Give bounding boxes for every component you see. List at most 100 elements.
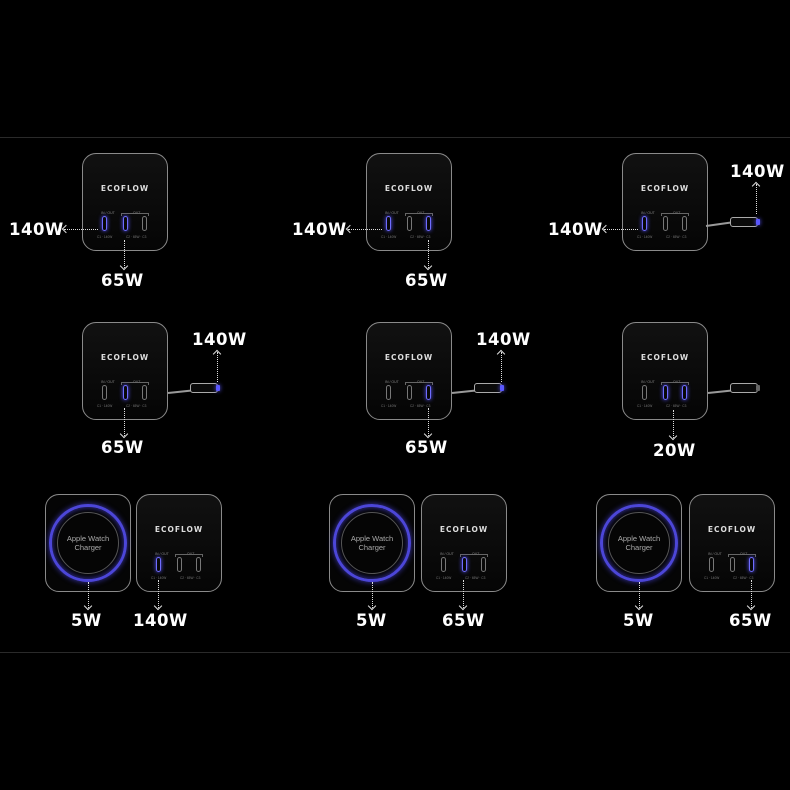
port-label: C1 · 140W — [381, 235, 397, 239]
usb-c-port-1 — [441, 557, 446, 572]
usb-c-port-2 — [407, 216, 412, 231]
charger-r3c1: ECOFLOW IN / OUT OUT C1 · 140W C2 · 65W … — [136, 494, 222, 592]
port-label: IN / OUT — [385, 380, 399, 384]
brand-logo: ECOFLOW — [439, 525, 489, 534]
arrow-up — [756, 184, 757, 214]
port-label: C1 · 140W — [381, 404, 397, 408]
usb-c-port-2 — [730, 557, 735, 572]
charging-ring-inner — [608, 512, 670, 574]
arrow-down — [158, 580, 159, 608]
port-bracket — [121, 213, 149, 216]
usb-c-port-1 — [102, 385, 107, 400]
arrow-up — [217, 352, 218, 382]
power-label: 65W — [101, 271, 144, 290]
charger-r1c2: ECOFLOW IN / OUT OUT C1 · 140W C2 · 65W … — [366, 153, 452, 251]
usb-c-port-3 — [682, 385, 687, 400]
arrow-down — [124, 240, 125, 268]
brand-logo: ECOFLOW — [384, 184, 434, 193]
usb-c-port-3 — [682, 216, 687, 231]
usb-c-port-2 — [407, 385, 412, 400]
port-label: C2 · 65W · C3 — [126, 404, 147, 408]
charging-ring — [49, 504, 127, 582]
usb-c-plug — [474, 383, 504, 393]
port-label: C2 · 65W · C3 — [666, 235, 687, 239]
brand-logo: ECOFLOW — [640, 353, 690, 362]
usb-c-plug — [730, 217, 760, 227]
port-label: IN / OUT — [101, 211, 115, 215]
arrow-down — [751, 580, 752, 608]
usb-c-port-3 — [142, 385, 147, 400]
arrow-down — [372, 582, 373, 608]
power-label: 140W — [730, 162, 785, 181]
charger-r3c3: ECOFLOW IN / OUT OUT C1 · 140W C2 · 65W … — [689, 494, 775, 592]
usb-c-port-1 — [709, 557, 714, 572]
port-label: IN / OUT — [708, 552, 722, 556]
port-label: IN / OUT — [385, 211, 399, 215]
charging-ring-inner — [341, 512, 403, 574]
power-label: 140W — [133, 611, 188, 630]
usb-c-port-1 — [642, 216, 647, 231]
power-label: 140W — [9, 220, 64, 239]
port-label: C2 · 65W · C3 — [666, 404, 687, 408]
port-bracket — [405, 213, 433, 216]
top-divider — [0, 137, 790, 138]
arrow-down — [124, 408, 125, 436]
charging-ring — [600, 504, 678, 582]
usb-c-port-3 — [481, 557, 486, 572]
power-label: 65W — [729, 611, 772, 630]
charger-r1c1: ECOFLOW IN / OUT OUT C1 · 140W C2 · 65W … — [82, 153, 168, 251]
charger-r2c1: ECOFLOW IN / OUT OUT C1 · 140W C2 · 65W … — [82, 322, 168, 420]
power-label: 140W — [548, 220, 603, 239]
port-label: IN / OUT — [641, 380, 655, 384]
port-bracket — [661, 382, 689, 385]
usb-c-plug — [190, 383, 220, 393]
port-bracket — [121, 382, 149, 385]
brand-logo: ECOFLOW — [384, 353, 434, 362]
arrow-down — [428, 240, 429, 268]
usb-c-port-1 — [156, 557, 161, 572]
port-bracket — [405, 382, 433, 385]
port-label: C2 · 65W · C3 — [126, 235, 147, 239]
usb-c-cable — [167, 389, 192, 394]
power-label: 20W — [653, 441, 696, 460]
usb-c-port-1 — [386, 216, 391, 231]
usb-c-port-2 — [462, 557, 467, 572]
usb-c-plug — [730, 383, 760, 393]
usb-c-port-1 — [386, 385, 391, 400]
brand-logo: ECOFLOW — [707, 525, 757, 534]
arrow-down — [639, 582, 640, 608]
arrow-down — [673, 410, 674, 438]
usb-c-cable — [451, 389, 476, 394]
port-label: C2 · 65W · C3 — [410, 235, 431, 239]
arrow-left — [604, 229, 638, 230]
port-label: C1 · 140W — [151, 576, 167, 580]
port-label: IN / OUT — [641, 211, 655, 215]
port-label: C2 · 65W · C3 — [733, 576, 754, 580]
usb-c-port-2 — [123, 385, 128, 400]
usb-c-port-3 — [426, 216, 431, 231]
charger-r2c2: ECOFLOW IN / OUT OUT C1 · 140W C2 · 65W … — [366, 322, 452, 420]
arrow-left — [348, 229, 382, 230]
arrow-up — [501, 352, 502, 382]
port-label: C1 · 140W — [637, 235, 653, 239]
power-label: 5W — [356, 611, 387, 630]
usb-c-port-2 — [177, 557, 182, 572]
arrow-left — [64, 229, 98, 230]
port-label: C1 · 140W — [97, 404, 113, 408]
port-label: C1 · 140W — [637, 404, 653, 408]
power-label: 140W — [292, 220, 347, 239]
usb-c-port-3 — [142, 216, 147, 231]
brand-logo: ECOFLOW — [640, 184, 690, 193]
power-label: 65W — [405, 438, 448, 457]
charger-r1c3: ECOFLOW IN / OUT OUT C1 · 140W C2 · 65W … — [622, 153, 708, 251]
port-label: C1 · 140W — [97, 235, 113, 239]
brand-logo: ECOFLOW — [154, 525, 204, 534]
port-bracket — [728, 554, 756, 557]
bottom-divider — [0, 652, 790, 653]
port-label: C2 · 65W · C3 — [180, 576, 201, 580]
usb-c-port-3 — [426, 385, 431, 400]
